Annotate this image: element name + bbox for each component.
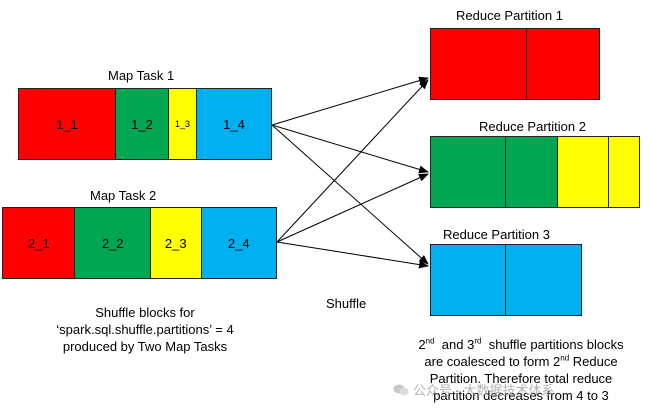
left-note-line-2: ‘spark.sql.shuffle.partitions’ = 4 (56, 322, 234, 337)
watermark: 公众号 · 大数据技术体系 (393, 380, 555, 399)
watermark-text: 公众号 · 大数据技术体系 (413, 383, 555, 398)
map-task-2-blocks: 2_1 2_2 2_3 2_4 (2, 207, 277, 279)
block-label: 1_4 (223, 116, 245, 132)
block-2-1: 2_1 (3, 208, 76, 278)
right-note-line-3: Partition. Therefore total reduce (429, 371, 613, 386)
reduce-partition-3-blocks (430, 244, 582, 316)
right-note-line-1: 2nd and 3rd shuffle partitions blocks (396, 336, 646, 353)
right-note-line-2: are coalesced to form 2nd Reduce (396, 353, 646, 370)
arrow-mt2-rp3 (276, 241, 429, 269)
map-task-1-blocks: 1_1 1_2 1_3 1_4 (18, 88, 272, 160)
arrow-mt1-rp1 (271, 76, 429, 126)
shuffle-label: Shuffle (326, 296, 367, 311)
arrow-mt1-rp3 (271, 124, 429, 265)
block-2-4: 2_4 (201, 208, 276, 278)
right-note-line-4: partition decreases from 4 to 3 (433, 388, 609, 403)
arrow-mt2-rp2 (276, 173, 429, 243)
line2-post: Reduce (572, 354, 618, 369)
rp2-block-3 (557, 137, 610, 207)
reduce-partition-2-title: Reduce Partition 2 (479, 119, 586, 134)
block-label: 2_4 (227, 235, 250, 251)
right-note: 2nd and 3rd shuffle partitions blocks ar… (396, 336, 646, 404)
map-task-1-title: Map Task 1 (108, 68, 175, 83)
ord2-pre: and 3 (441, 337, 475, 352)
block-1-3: 1_3 (169, 89, 197, 159)
reduce-partition-3-title: Reduce Partition 3 (443, 227, 550, 242)
rp2-block-4 (609, 137, 639, 207)
rp1-block-1 (431, 29, 527, 99)
reduce-partition-1-blocks (430, 28, 600, 100)
rp3-block-1 (431, 245, 506, 315)
left-note-line-1: Shuffle blocks for (95, 305, 195, 320)
ord2-suffix: rd (474, 336, 482, 346)
block-label: 2_1 (27, 235, 50, 251)
line1-rest: shuffle partitions blocks (488, 337, 624, 352)
line2-suffix: nd (560, 353, 570, 363)
ord1-suffix: nd (425, 336, 435, 346)
map-task-2-title: Map Task 2 (90, 188, 157, 203)
block-1-4: 1_4 (197, 89, 271, 159)
rp2-block-1 (431, 137, 507, 207)
line2-pre: are coalesced to form 2 (424, 354, 561, 369)
block-1-1: 1_1 (19, 89, 116, 159)
arrow-mt1-rp2 (271, 124, 429, 174)
block-2-2: 2_2 (75, 208, 151, 278)
left-note: Shuffle blocks for ‘spark.sql.shuffle.pa… (10, 304, 280, 355)
reduce-partition-1-title: Reduce Partition 1 (456, 8, 563, 23)
rp3-block-2 (506, 245, 581, 315)
block-label: 1_2 (131, 116, 153, 132)
block-label: 2_3 (164, 235, 187, 251)
arrow-mt2-rp1 (276, 79, 429, 243)
rp2-block-2 (506, 137, 558, 207)
block-label: 1_3 (174, 119, 191, 129)
block-label: 2_2 (101, 235, 124, 251)
block-2-3: 2_3 (150, 208, 202, 278)
block-1-2: 1_2 (116, 89, 169, 159)
left-note-line-3: produced by Two Map Tasks (62, 339, 228, 354)
rp1-block-2 (526, 29, 599, 99)
reduce-partition-2-blocks (430, 136, 640, 208)
ord1-num: 2 (418, 337, 426, 352)
block-label: 1_1 (56, 116, 78, 132)
wechat-icon (393, 384, 409, 395)
